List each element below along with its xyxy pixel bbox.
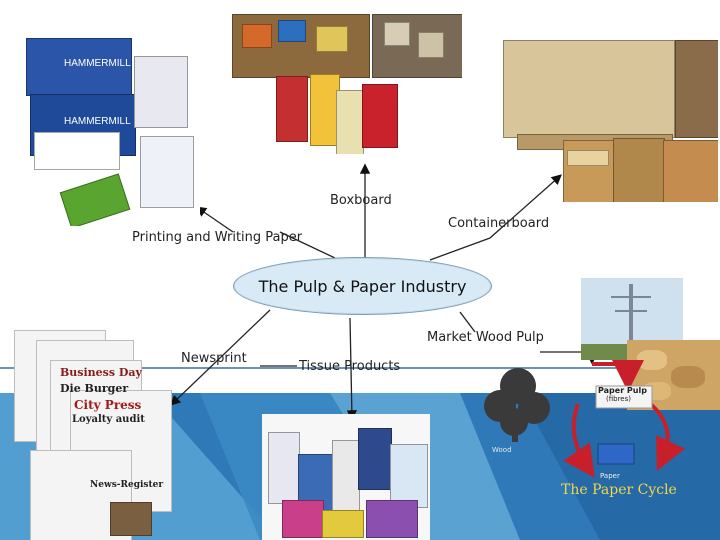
- paper-label: Paper: [600, 472, 620, 480]
- newsprint-photo: Business Day Die Burger City Press Loyal…: [10, 330, 172, 540]
- market-wood-pulp-label: Market Wood Pulp: [427, 330, 544, 345]
- paper-pulp-sub: (fibres): [606, 395, 631, 403]
- containerboard-label: Containerboard: [448, 216, 550, 231]
- boxboard-label: Boxboard: [330, 193, 392, 208]
- center-title-ellipse: The Pulp & Paper Industry: [233, 257, 492, 315]
- wood-label: Wood: [492, 446, 512, 454]
- masthead-die-burger: Die Burger: [60, 382, 129, 395]
- tissue-products-label: Tissue Products: [299, 359, 401, 374]
- printing-paper-photo: HAMMERMILL HAMMERMILL: [24, 36, 200, 226]
- masthead-business-day: Business Day: [60, 366, 142, 379]
- boxboard-photo: [232, 14, 462, 154]
- containerboard-photo: [503, 40, 718, 202]
- masthead-city-press: City Press: [74, 398, 142, 412]
- paper-cycle-title: The Paper Cycle: [561, 482, 677, 498]
- newsprint-label: Newsprint: [181, 351, 247, 366]
- wood-chips-photo: [627, 340, 720, 410]
- tissue-products-photo: [262, 414, 430, 540]
- masthead-news-register: News-Register: [90, 480, 164, 490]
- printing-writing-label: Printing and Writing Paper: [132, 230, 303, 245]
- paper-pulp-label: Paper Pulp: [598, 386, 647, 395]
- paper-cycle-graphic: [484, 360, 685, 478]
- center-title: The Pulp & Paper Industry: [258, 276, 467, 296]
- masthead-loyalty-audit: Loyalty audit: [72, 414, 145, 425]
